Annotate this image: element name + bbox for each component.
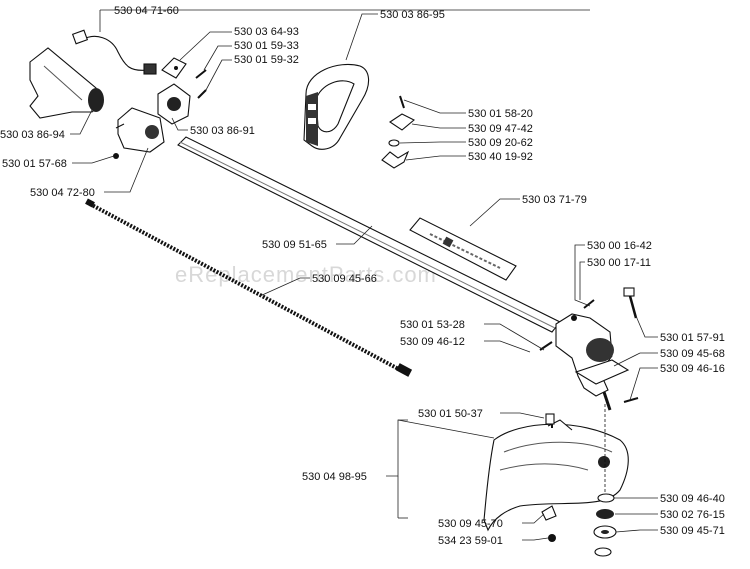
label-530-03-86-95: 530 03 86-95 xyxy=(380,9,445,21)
label-530-01-50-37: 530 01 50-37 xyxy=(418,408,483,420)
gearhead-screws xyxy=(539,287,639,403)
label-530-02-76-15: 530 02 76-15 xyxy=(660,509,725,521)
label-530-09-45-70: 530 09 45-70 xyxy=(438,518,503,530)
handle-screws xyxy=(113,69,207,159)
label-530-09-46-16: 530 09 46-16 xyxy=(660,363,725,375)
label-530-09-45-66: 530 09 45-66 xyxy=(312,273,377,285)
watermark: eReplacementParts.com xyxy=(175,262,437,287)
label-530-01-58-20: 530 01 58-20 xyxy=(468,108,533,120)
blade-hardware-stack xyxy=(593,404,617,557)
label-530-03-86-94: 530 03 86-94 xyxy=(0,129,65,141)
label-530-03-71-79: 530 03 71-79 xyxy=(522,194,587,206)
label-534-23-59-01: 534 23 59-01 xyxy=(438,535,503,547)
loop-handle-hardware xyxy=(381,95,415,169)
wire-harness xyxy=(71,29,157,75)
label-530-04-71-60: 530 04 71-60 xyxy=(114,5,179,17)
label-530-09-46-40: 530 09 46-40 xyxy=(660,493,725,505)
drive-shaft-cable xyxy=(85,198,413,377)
label-530-09-45-71: 530 09 45-71 xyxy=(660,525,725,537)
label-530-09-20-62: 530 09 20-62 xyxy=(468,137,533,149)
label-530-03-86-91: 530 03 86-91 xyxy=(190,125,255,137)
label-530-04-98-95: 530 04 98-95 xyxy=(302,471,367,483)
handle-clamp-block xyxy=(161,57,187,79)
label-530-00-16-42: 530 00 16-42 xyxy=(587,240,652,252)
warning-decal xyxy=(409,217,517,281)
label-530-40-19-92: 530 40 19-92 xyxy=(468,151,533,163)
label-530-01-59-33: 530 01 59-33 xyxy=(234,40,299,52)
label-530-00-17-11: 530 00 17-11 xyxy=(587,257,651,269)
label-530-01-59-32: 530 01 59-32 xyxy=(234,54,299,66)
leader-lines xyxy=(70,9,658,541)
label-530-09-51-65: 530 09 51-65 xyxy=(262,239,327,251)
guard-clip xyxy=(541,505,557,542)
label-530-04-72-80: 530 04 72-80 xyxy=(30,187,95,199)
label-530-09-46-12: 530 09 46-12 xyxy=(400,336,465,348)
label-530-01-57-68: 530 01 57-68 xyxy=(2,158,67,170)
housing-clamp xyxy=(157,83,191,125)
label-530-03-64-93: 530 03 64-93 xyxy=(234,26,299,38)
gearhead xyxy=(555,313,630,411)
loop-handle xyxy=(303,64,370,150)
label-530-01-57-91: 530 01 57-91 xyxy=(660,332,725,344)
shaft-tube xyxy=(177,136,561,333)
throttle-handle xyxy=(29,47,104,119)
throttle-housing xyxy=(115,107,165,153)
label-530-01-53-28: 530 01 53-28 xyxy=(400,319,465,331)
label-530-09-47-42: 530 09 47-42 xyxy=(468,123,533,135)
label-530-09-45-68: 530 09 45-68 xyxy=(660,348,725,360)
guard-bolt xyxy=(545,413,555,425)
part-labels: 530 04 71-60 530 03 64-93 530 01 59-33 5… xyxy=(0,5,725,547)
